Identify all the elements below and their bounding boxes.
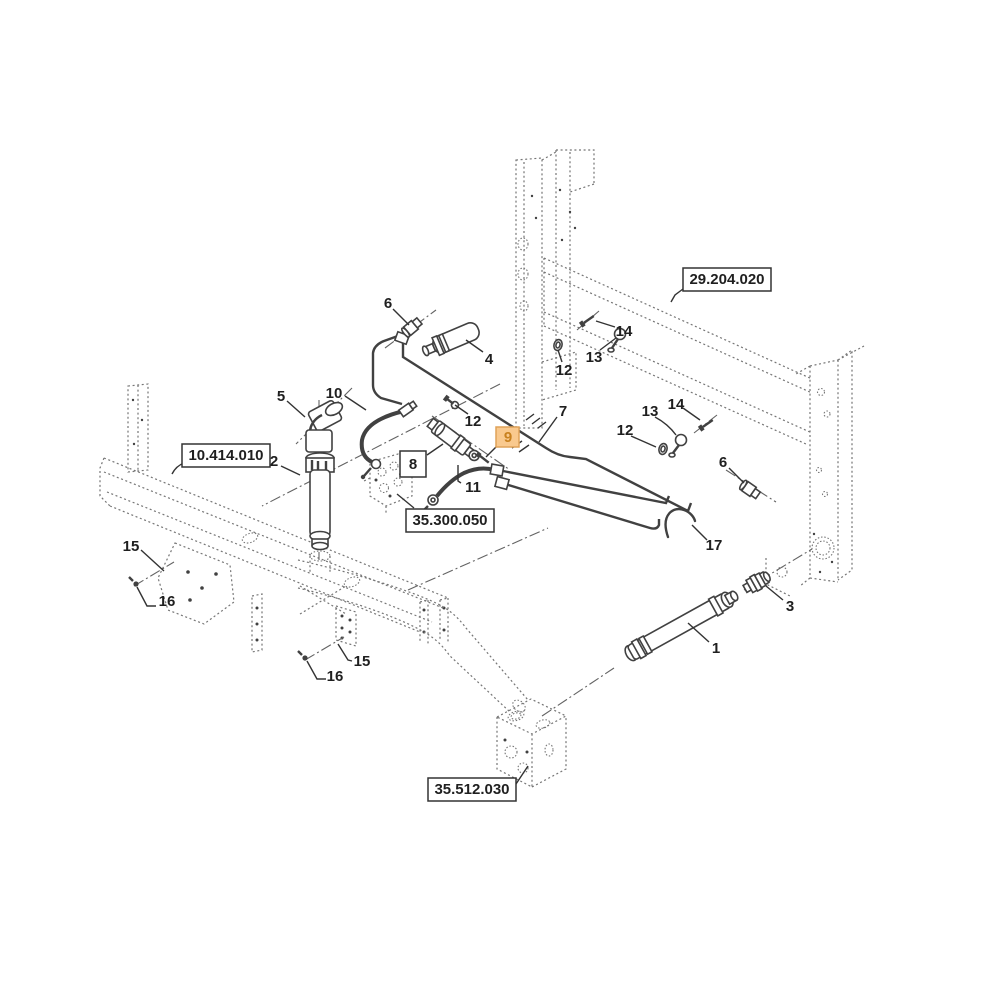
part-8-inline-valve [426,417,480,462]
part-5-elbow-fitting [305,399,344,453]
ref-box-29-204-020-label: 29.204.020 [689,271,764,288]
callout-8-boxed[interactable]: 8 [399,450,427,478]
part-3-fitting [741,570,771,594]
part-4-accumulator [421,322,480,357]
rear-frame-left-post [515,149,595,429]
ref-box-10-414-010[interactable]: 10.414.010 [181,443,271,468]
rear-frame-right-post [765,345,865,597]
rear-frame-beam [543,257,813,445]
chassis-frame [99,383,449,653]
callout-1[interactable]: 1 [712,640,720,657]
washer-12-right [658,442,668,456]
callout-14-top[interactable]: 14 [616,323,633,340]
callout-16-left[interactable]: 16 [159,593,176,610]
clamp-13-right [668,433,688,458]
callout-3[interactable]: 3 [786,598,794,615]
callout-17[interactable]: 17 [706,537,723,554]
callout-4[interactable]: 4 [485,351,494,368]
callout-12-right[interactable]: 12 [617,422,634,439]
phantom-flange-below-hose2 [309,550,331,574]
part-2-hose [305,452,335,551]
callout-7[interactable]: 7 [559,403,567,420]
part-9-screw [475,451,490,464]
callout-labels: 1 2 3 4 5 6 6 7 10 11 12 12 12 13 13 14 … [123,295,795,685]
part-10-hose [359,400,418,480]
callout-14-right[interactable]: 14 [668,396,685,413]
ref-box-35-300-050-label: 35.300.050 [412,512,487,529]
part-12-mid-bolt [442,394,460,410]
washer-12-top [553,338,563,352]
bolt-16-bottom [297,650,308,661]
bolt-16-left [128,576,139,587]
fitting-6-top [400,316,424,338]
fitting-6-right [738,479,762,500]
phantom-suction-tube [297,559,529,713]
callout-9-label: 9 [504,429,512,446]
callout-16-bottom[interactable]: 16 [327,668,344,685]
callout-6-top[interactable]: 6 [384,295,392,312]
part-1-tube [624,590,739,662]
valve-block-35-512-030 [495,698,568,788]
callout-2[interactable]: 2 [270,453,278,470]
callout-6-right[interactable]: 6 [719,454,727,471]
callout-10[interactable]: 10 [326,385,343,402]
ref-box-35-512-030[interactable]: 35.512.030 [427,777,517,802]
callout-12-top[interactable]: 12 [556,362,573,379]
clamp-13-top [607,327,627,353]
ref-box-29-204-020[interactable]: 29.204.020 [682,267,772,292]
tube-7-and-steel-lines [371,323,693,530]
leader-lines [136,288,784,785]
callout-13-top[interactable]: 13 [586,349,603,366]
ref-box-35-300-050[interactable]: 35.300.050 [405,508,495,533]
callout-15-left[interactable]: 15 [123,538,140,555]
bolt-14-top [578,315,595,328]
ref-box-10-414-010-label: 10.414.010 [188,447,263,464]
callout-15-bottom[interactable]: 15 [354,653,371,670]
part-17-bent-tube [664,507,697,539]
callout-12-mid[interactable]: 12 [465,413,482,430]
callout-5[interactable]: 5 [277,388,285,405]
callout-13-right[interactable]: 13 [642,403,659,420]
callout-8-label: 8 [409,456,417,473]
callout-9-highlighted[interactable]: 9 [495,426,520,448]
callout-11[interactable]: 11 [465,479,481,496]
ref-box-35-512-030-label: 35.512.030 [434,781,509,798]
bolt-14-right [697,419,714,432]
